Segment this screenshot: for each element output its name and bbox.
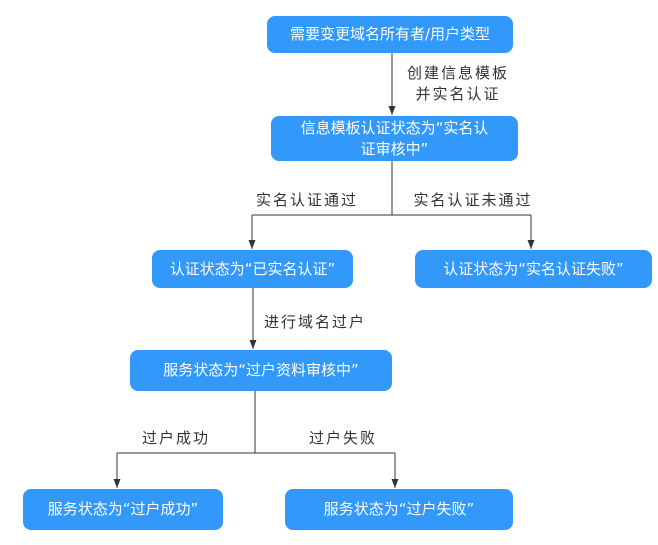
edge-label-create-template: 创建信息模板 并实名认证	[406, 64, 510, 103]
edge-label-auth-pass: 实名认证通过	[255, 191, 359, 209]
node-change-owner-start: 需要变更域名所有者/用户类型	[267, 16, 513, 53]
node-transfer-material-reviewing: 服务状态为“过户资料审核中”	[130, 350, 392, 391]
edge-label-auth-not-pass: 实名认证未通过	[413, 191, 533, 209]
node-template-auth-reviewing: 信息模板认证状态为“实名认 证审核中”	[271, 116, 518, 161]
node-auth-failed: 认证状态为“实名认证失败”	[415, 250, 652, 288]
node-transfer-success: 服务状态为“过户成功”	[23, 489, 223, 530]
edge-label-transfer-fail: 过户失败	[308, 429, 378, 447]
node-transfer-failed: 服务状态为“过户失败”	[285, 489, 513, 530]
node-auth-verified: 认证状态为“已实名认证”	[152, 250, 353, 288]
edge-label-transfer-ok: 过户成功	[141, 429, 211, 447]
edge-label-do-transfer: 进行域名过户	[263, 313, 367, 331]
